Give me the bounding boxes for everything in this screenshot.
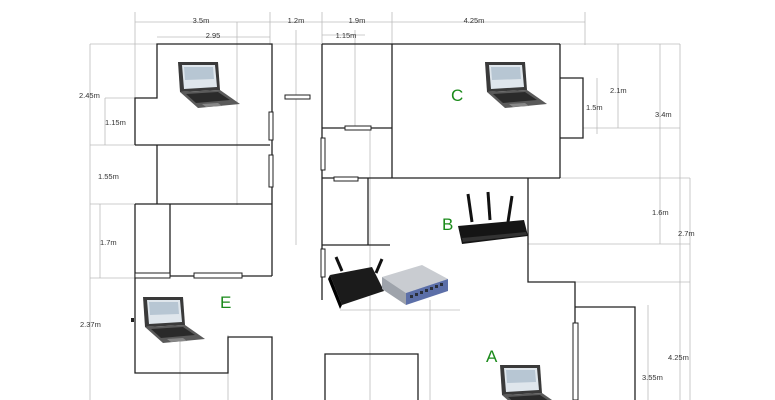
dim-top-4: 4.25m: [464, 16, 485, 25]
laptop-icon: [178, 62, 240, 108]
dim-left-1b: 1.15m: [105, 118, 126, 127]
room-label-b: B: [442, 215, 453, 234]
room-label-a: A: [486, 347, 498, 366]
wifi-router-icon: [458, 191, 528, 244]
dim-right-6: 3.55m: [642, 373, 663, 382]
laptop-icon: [143, 297, 205, 343]
network-switch-icon: [382, 265, 448, 305]
dim-top-1b: 2.95: [206, 31, 221, 40]
dim-right-3: 1.6m: [652, 208, 669, 217]
dim-right-2: 3.4m: [655, 110, 672, 119]
dim-left-1: 2.45m: [79, 91, 100, 100]
dim-left-4: 2.37m: [80, 320, 101, 329]
dim-right-1b: 1.5m: [586, 103, 603, 112]
dim-left-3: 1.7m: [100, 238, 117, 247]
dim-top-2: 1.2m: [288, 16, 305, 25]
dim-right-5: 4.25m: [668, 353, 689, 362]
laptop-icon: [485, 62, 547, 108]
dim-top-1: 3.5m: [193, 16, 210, 25]
room-label-c: C: [451, 86, 463, 105]
dim-left-2: 1.55m: [98, 172, 119, 181]
room-labels: C B E A: [220, 86, 498, 366]
room-label-e: E: [220, 293, 231, 312]
dim-top-3: 1.9m: [349, 16, 366, 25]
dimension-labels: 3.5m 2.95 1.2m 1.9m 1.15m 4.25m 2.45m 1.…: [79, 16, 695, 382]
dim-right-1: 2.1m: [610, 86, 627, 95]
laptop-icon: [500, 365, 562, 400]
dim-top-3b: 1.15m: [336, 31, 357, 40]
walls: [131, 43, 636, 400]
dimension-lines: [89, 12, 691, 400]
dim-right-4: 2.7m: [678, 229, 695, 238]
wifi-router-icon: [328, 256, 384, 309]
